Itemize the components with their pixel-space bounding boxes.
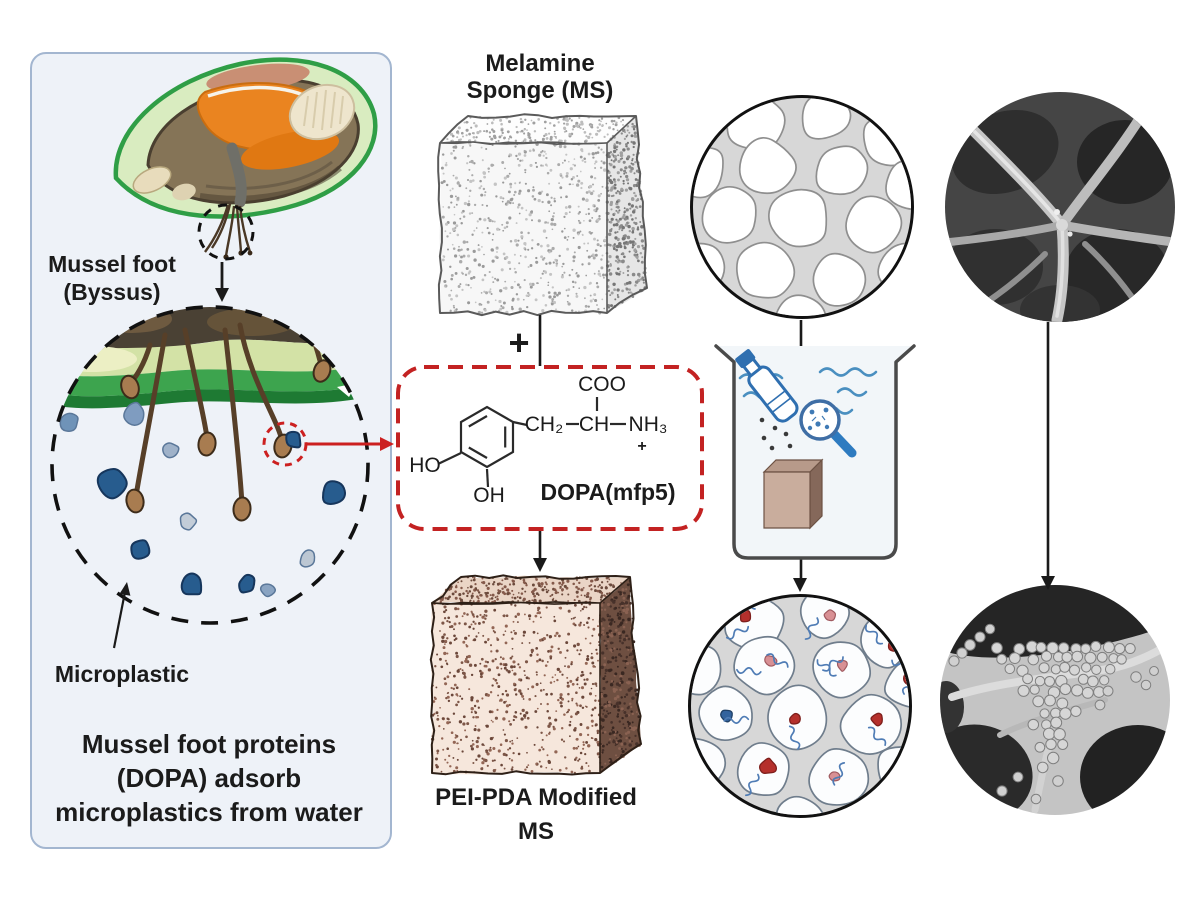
arrow-mussel-to-seabed bbox=[215, 262, 229, 302]
seabed-zoom-circle bbox=[52, 307, 368, 623]
red-highlight-circle bbox=[262, 421, 308, 467]
adsorbed-microplastics-circle bbox=[688, 594, 912, 818]
adductor-ridges bbox=[303, 89, 344, 131]
modified-title-line1: PEI-PDA Modified bbox=[435, 784, 637, 811]
mussel-foot-label-line1: Mussel foot bbox=[48, 251, 176, 277]
microplastic-pointer-arrow bbox=[112, 582, 131, 649]
byssus-pads bbox=[120, 359, 332, 522]
dopa-charge: + bbox=[637, 438, 646, 455]
dopa-arrow bbox=[307, 437, 394, 451]
seabed-dashed-circle bbox=[50, 305, 370, 625]
sem-adsorbed-circle bbox=[940, 585, 1170, 815]
dopa-coo: COO bbox=[578, 373, 626, 396]
dopa-structure-box bbox=[396, 365, 704, 531]
arrowhead-pores bbox=[793, 578, 807, 592]
sponge-in-beaker bbox=[762, 458, 824, 530]
arrowhead-sem bbox=[1041, 576, 1055, 590]
sem-sponge-circle bbox=[945, 92, 1175, 322]
dopa-ho: HO bbox=[409, 454, 441, 477]
caption-line3: microplastics from water bbox=[55, 797, 363, 827]
dopa-nh3: NH₃ bbox=[629, 413, 668, 436]
beaker-icon bbox=[714, 344, 916, 560]
dopa-ch2: CH₂ bbox=[525, 413, 563, 436]
byssus-threads-zoom bbox=[128, 322, 325, 507]
modified-title-line2: MS bbox=[518, 818, 554, 845]
microplastic-beads bbox=[948, 623, 1159, 805]
microplastic-dots bbox=[759, 417, 793, 451]
microplastic-label: Microplastic bbox=[55, 661, 189, 687]
arrow-to-modified-ms bbox=[533, 530, 547, 572]
caption-line2: (DOPA) adsorb bbox=[117, 763, 301, 793]
benzene-ring bbox=[459, 405, 515, 469]
mussel-illustration bbox=[113, 57, 378, 219]
melamine-title-line2: Sponge (MS) bbox=[467, 77, 614, 104]
bottle-icon bbox=[735, 349, 799, 423]
bond-lines bbox=[437, 397, 626, 488]
plus-icon: + bbox=[508, 322, 529, 363]
sem-struts bbox=[946, 97, 1175, 322]
strut-junction bbox=[1056, 219, 1068, 231]
melamine-sponge-cube bbox=[437, 113, 648, 317]
dopa-label: DOPA(mfp5) bbox=[540, 479, 675, 505]
modified-sponge-cube bbox=[429, 574, 642, 776]
mussel-foot-label-line2: (Byssus) bbox=[63, 279, 160, 305]
caption-line1: Mussel foot proteins bbox=[82, 729, 336, 759]
microplastic-blobs bbox=[59, 401, 346, 598]
magnifier-icon bbox=[799, 399, 857, 458]
melamine-title-line1: Melamine bbox=[485, 50, 594, 77]
dopa-oh: OH bbox=[473, 484, 505, 507]
mussel-foot-dashed-circle bbox=[197, 203, 255, 261]
dopa-ch: CH bbox=[579, 413, 609, 436]
